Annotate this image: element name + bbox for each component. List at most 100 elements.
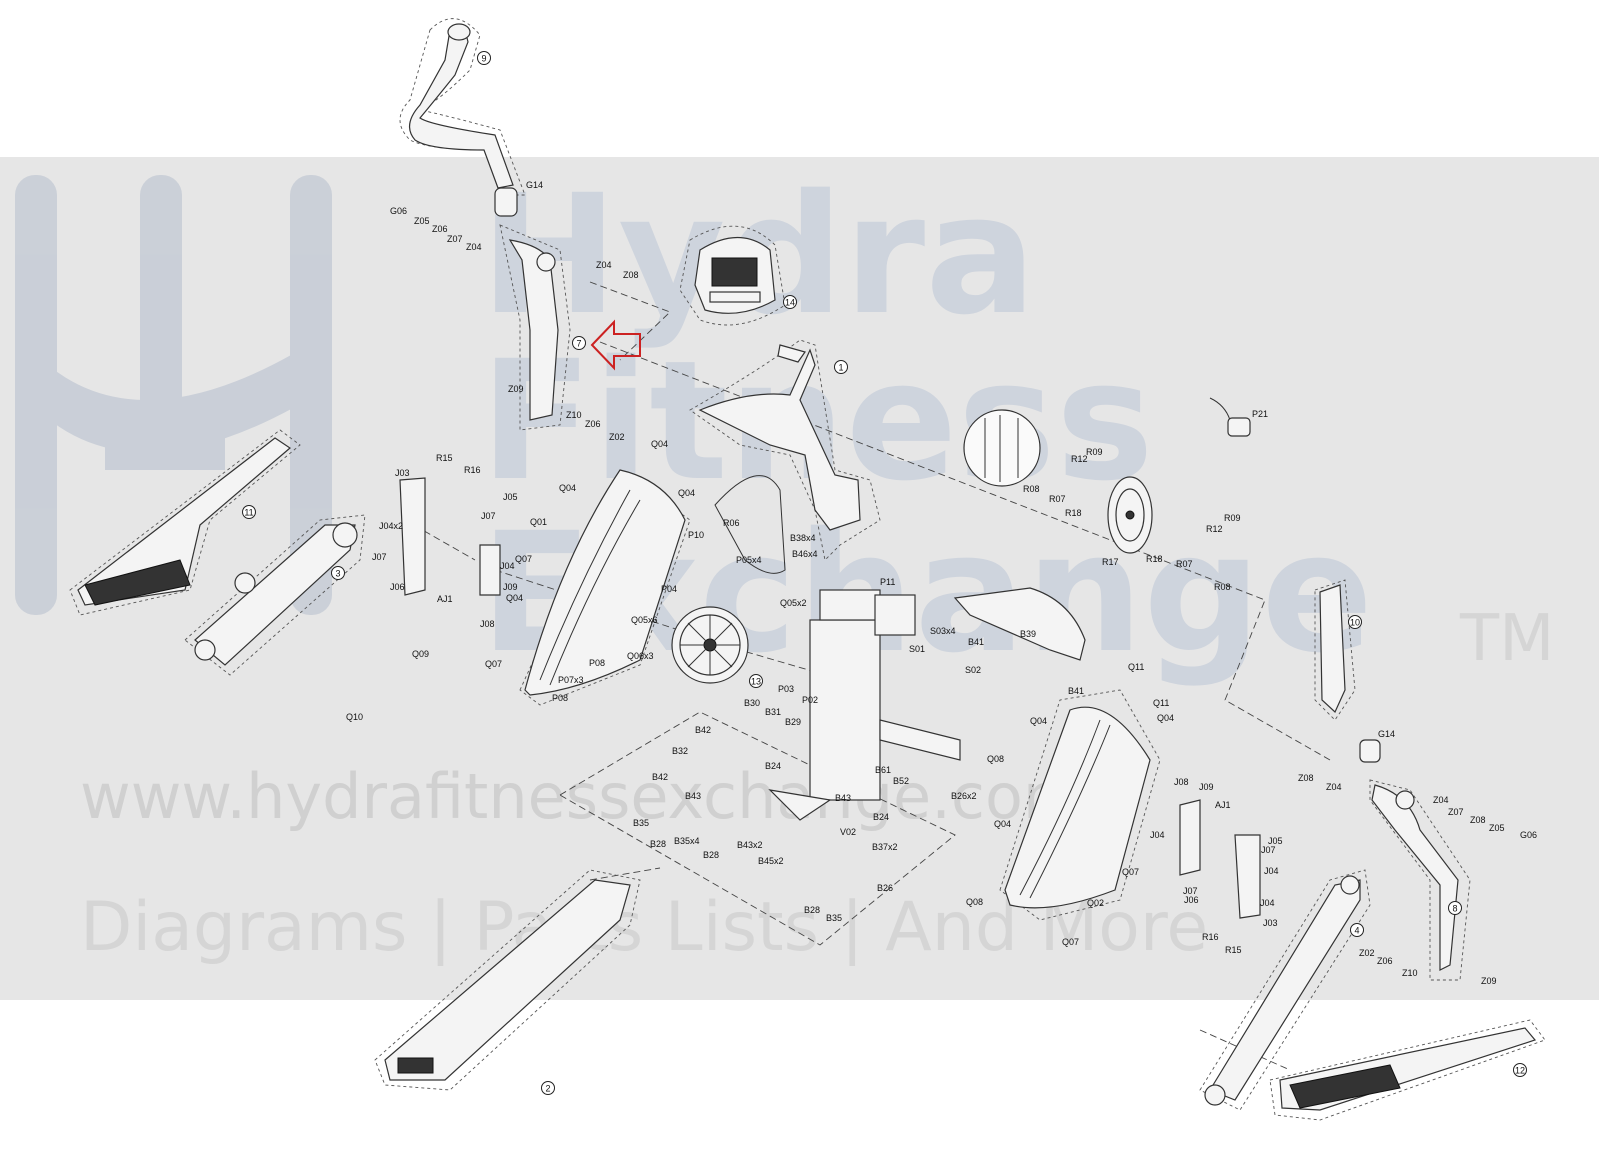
callout-number: 3 <box>335 569 340 579</box>
part-label: Q04 <box>678 488 695 498</box>
part-label: Z10 <box>566 410 582 420</box>
handle-upper-right <box>1314 579 1356 721</box>
part-label: B42 <box>695 725 711 735</box>
callout-circle <box>541 1081 555 1095</box>
part-label: Q04 <box>559 483 576 493</box>
part-label: Z05 <box>414 216 430 226</box>
part-label: B29 <box>785 717 801 727</box>
part-label: Q02 <box>1087 898 1104 908</box>
pedal-left-long <box>374 869 641 1091</box>
part-label: Q06x3 <box>627 651 654 661</box>
crank-plates <box>399 477 1261 919</box>
flywheel <box>671 606 749 684</box>
shroud-right <box>999 689 1161 921</box>
part-label: Z07 <box>1448 807 1464 817</box>
part-label: B24 <box>873 812 889 822</box>
part-label: G14 <box>526 180 543 190</box>
part-label: B43 <box>685 791 701 801</box>
part-label: J09 <box>503 582 518 592</box>
part-label: Z07 <box>447 234 463 244</box>
callout-circle <box>834 360 848 374</box>
part-label: R15 <box>436 453 453 463</box>
part-label: Q08 <box>987 754 1004 764</box>
base-frame <box>768 589 961 821</box>
part-label: B37x2 <box>872 842 898 852</box>
part-label: Z04 <box>1433 795 1449 805</box>
part-label: R08 <box>1023 484 1040 494</box>
part-label: B35x4 <box>674 836 700 846</box>
crank-link-right <box>1199 869 1371 1111</box>
part-label: Z04 <box>466 242 482 252</box>
callout-number: 9 <box>481 54 486 64</box>
part-label: B38x4 <box>790 533 816 543</box>
part-label: B26x2 <box>951 791 977 801</box>
part-label: Z04 <box>1326 782 1342 792</box>
handle-upper-left <box>399 18 526 196</box>
part-label: B31 <box>765 707 781 717</box>
arm-right <box>1359 739 1471 981</box>
part-label: G14 <box>1378 729 1395 739</box>
part-label: G06 <box>1520 830 1537 840</box>
part-label: B35 <box>633 818 649 828</box>
callout-circle <box>783 295 797 309</box>
part-label: Z06 <box>1377 956 1393 966</box>
part-label: Q07 <box>1122 867 1139 877</box>
part-label: R16 <box>1202 932 1219 942</box>
belt <box>714 475 786 574</box>
detail-circle <box>963 409 1041 487</box>
part-label: Q10 <box>346 712 363 722</box>
part-label: Z10 <box>1402 968 1418 978</box>
part-label: R08 <box>1214 582 1231 592</box>
part-label: Q07 <box>515 554 532 564</box>
part-label: S03x4 <box>930 626 956 636</box>
part-label: Z06 <box>432 224 448 234</box>
part-label: P04 <box>661 584 677 594</box>
part-label: R12 <box>1206 524 1223 534</box>
arm-left <box>494 187 571 431</box>
part-label: Q08 <box>966 897 983 907</box>
part-label: AJ1 <box>437 594 453 604</box>
callout-circle <box>477 51 491 65</box>
part-label: AJ1 <box>1215 800 1231 810</box>
part-label: R18 <box>1146 554 1163 564</box>
part-label: J03 <box>1263 918 1278 928</box>
callout-number: 1 <box>838 363 843 373</box>
part-label: P03 <box>778 684 794 694</box>
callout-number: 13 <box>751 677 761 687</box>
part-label: J08 <box>1174 777 1189 787</box>
part-label: J07 <box>372 552 387 562</box>
crank-link-left <box>184 514 366 676</box>
part-label: Q09 <box>412 649 429 659</box>
part-label: Q04 <box>506 593 523 603</box>
part-label: G06 <box>390 206 407 216</box>
part-label: S01 <box>909 644 925 654</box>
callout-number: 14 <box>785 298 795 308</box>
part-label: B61 <box>875 765 891 775</box>
callout-circle <box>331 566 345 580</box>
part-label: J04 <box>1260 898 1275 908</box>
part-label: J07 <box>481 511 496 521</box>
part-label: Q04 <box>651 439 668 449</box>
part-label: P21 <box>1252 409 1268 419</box>
pedal-arm-left <box>69 429 301 616</box>
callout-number: 2 <box>545 1084 550 1094</box>
part-label: J04 <box>500 561 515 571</box>
callout-number: 12 <box>1515 1066 1525 1076</box>
part-label: P08 <box>552 693 568 703</box>
part-label: Q07 <box>1062 937 1079 947</box>
part-label: P11 <box>880 577 895 587</box>
callout-number: 4 <box>1354 926 1359 936</box>
part-label: B28 <box>804 905 820 915</box>
part-label: S02 <box>965 665 981 675</box>
part-label: B28 <box>650 839 666 849</box>
part-label: P08 <box>589 658 605 668</box>
part-label: Q01 <box>530 517 547 527</box>
main-frame <box>689 339 881 561</box>
part-label: P10 <box>688 530 704 540</box>
callout-number: 11 <box>244 508 253 518</box>
part-label: B52 <box>893 776 909 786</box>
part-label: Z06 <box>585 419 601 429</box>
part-label-group: G14G06Z05Z06Z07Z04Z04Z08Z09Z10Z06Z02Q04Q… <box>346 180 1537 986</box>
pedal-right <box>1269 1019 1546 1121</box>
part-label: Q11 <box>1128 662 1144 672</box>
